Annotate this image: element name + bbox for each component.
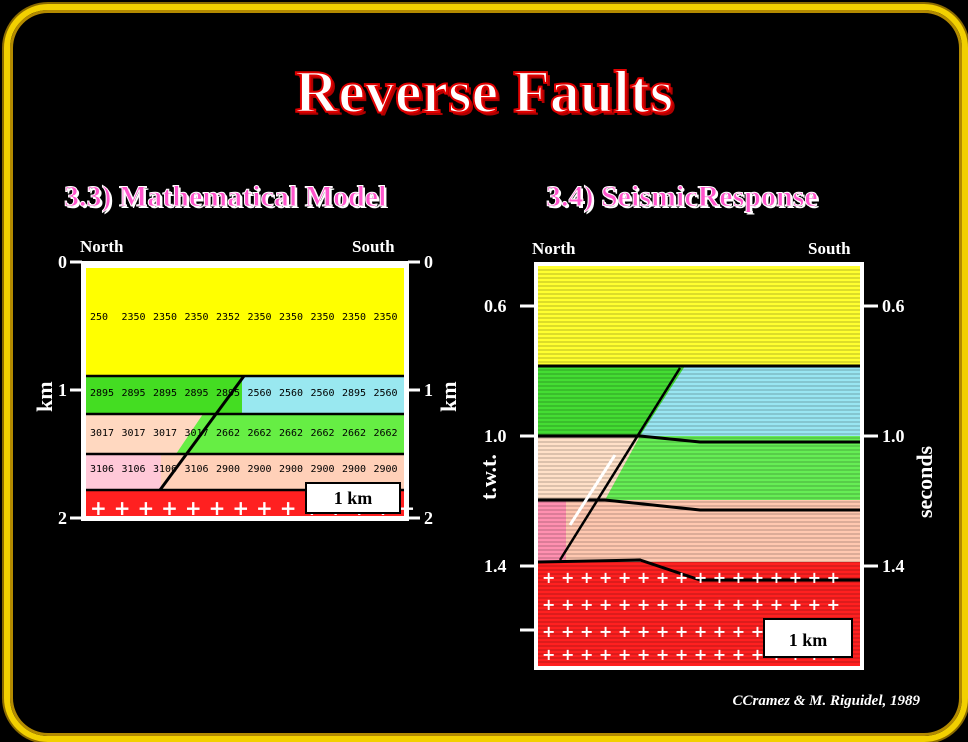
right-tick-14-r: 1.4	[882, 556, 905, 576]
right-tick-06-r: 0.6	[882, 296, 905, 316]
left-scale-bar: 1 km	[305, 482, 401, 514]
left-north-label: North	[80, 237, 124, 256]
velocity-value: 3106	[153, 464, 177, 475]
left-tick-2-right: 2	[424, 508, 433, 528]
svg-text:+ + + + + + + + + + + + + + +: + + + + + + + + + + + + + + + +	[542, 595, 840, 614]
left-axis-km: km	[32, 381, 57, 412]
velocity-value: 2350	[374, 312, 398, 323]
velocity-value: 2895	[90, 388, 114, 399]
velocity-value: 2560	[311, 388, 335, 399]
velocity-value: 3017	[90, 428, 114, 439]
layer-cyan-right	[242, 376, 404, 414]
fault-highlight	[568, 454, 617, 526]
layer-pink-left	[86, 454, 161, 490]
velocity-value: 2900	[216, 464, 240, 475]
velocity-value: 2662	[311, 428, 335, 439]
right-scale-bar: 1 km	[763, 618, 853, 658]
velocity-value: 2352	[216, 312, 240, 323]
seismic-section: + + + + + + + + + + + + + + + + + + + + …	[534, 262, 864, 670]
fault-line-right	[558, 367, 682, 561]
velocity-value: 3017	[185, 428, 209, 439]
velocity-value: 2895	[153, 388, 177, 399]
velocity-value: 2662	[374, 428, 398, 439]
left-tick-2: 2	[58, 508, 67, 528]
velocity-value: 2350	[122, 312, 146, 323]
seconds-axis-label: seconds	[912, 445, 937, 518]
velocity-value: 2900	[342, 464, 366, 475]
velocity-value: 2662	[342, 428, 366, 439]
velocity-value: 2350	[248, 312, 272, 323]
right-tick-10-r: 1.0	[882, 426, 905, 446]
velocity-value: 2895	[122, 388, 146, 399]
left-tick-1-right: 1	[424, 380, 433, 400]
velocity-value: 2350	[185, 312, 209, 323]
velocity-value: 2560	[374, 388, 398, 399]
right-north-label: North	[532, 239, 576, 258]
svg-text:+ + + + + + + + + + + + + + +: + + + + + + + + + + + + + + + +	[542, 568, 840, 587]
velocity-value: 2900	[374, 464, 398, 475]
left-south-label: South	[352, 237, 395, 256]
velocity-value: 2662	[279, 428, 303, 439]
right-axis-km: km	[436, 381, 461, 412]
velocity-value: 2900	[248, 464, 272, 475]
slide-title: Reverse Faults	[294, 58, 674, 126]
left-tick-1: 1	[58, 380, 67, 400]
velocity-value: 2560	[279, 388, 303, 399]
velocity-value: 2350	[342, 312, 366, 323]
left-heading: 3.3) Mathematical Model	[63, 180, 387, 214]
layer-green-left	[86, 376, 242, 414]
right-tick-14: 1.4	[484, 556, 507, 576]
right-tick-06: 0.6	[484, 296, 507, 316]
velocity-value: 250	[90, 312, 108, 323]
velocity-value: 3106	[122, 464, 146, 475]
left-tick-0-right: 0	[424, 252, 433, 272]
velocity-value: 2895	[342, 388, 366, 399]
left-tick-0: 0	[58, 252, 67, 272]
velocity-value: 2560	[248, 388, 272, 399]
velocity-value: 3017	[122, 428, 146, 439]
right-tick-10: 1.0	[484, 426, 507, 446]
fault-line-left	[158, 375, 246, 491]
velocity-value: 2350	[153, 312, 177, 323]
velocity-value: 2895	[185, 388, 209, 399]
right-heading: 3.4) SeismicResponse	[546, 180, 819, 214]
velocity-value: 2662	[248, 428, 272, 439]
velocity-value: 3106	[90, 464, 114, 475]
twt-axis-label: t.w.t.	[476, 454, 501, 500]
layer-green-upthrown	[176, 414, 404, 454]
layer-yellow	[86, 268, 404, 376]
velocity-value: 2900	[279, 464, 303, 475]
velocity-value: 3106	[185, 464, 209, 475]
velocity-value: 3017	[153, 428, 177, 439]
credit-text: CCramez & M. Riguidel, 1989	[732, 693, 920, 709]
velocity-value: 2895	[216, 388, 240, 399]
velocity-value: 2662	[216, 428, 240, 439]
right-south-label: South	[808, 239, 851, 258]
velocity-value: 2350	[279, 312, 303, 323]
velocity-value: 2350	[311, 312, 335, 323]
velocity-value: 2900	[311, 464, 335, 475]
